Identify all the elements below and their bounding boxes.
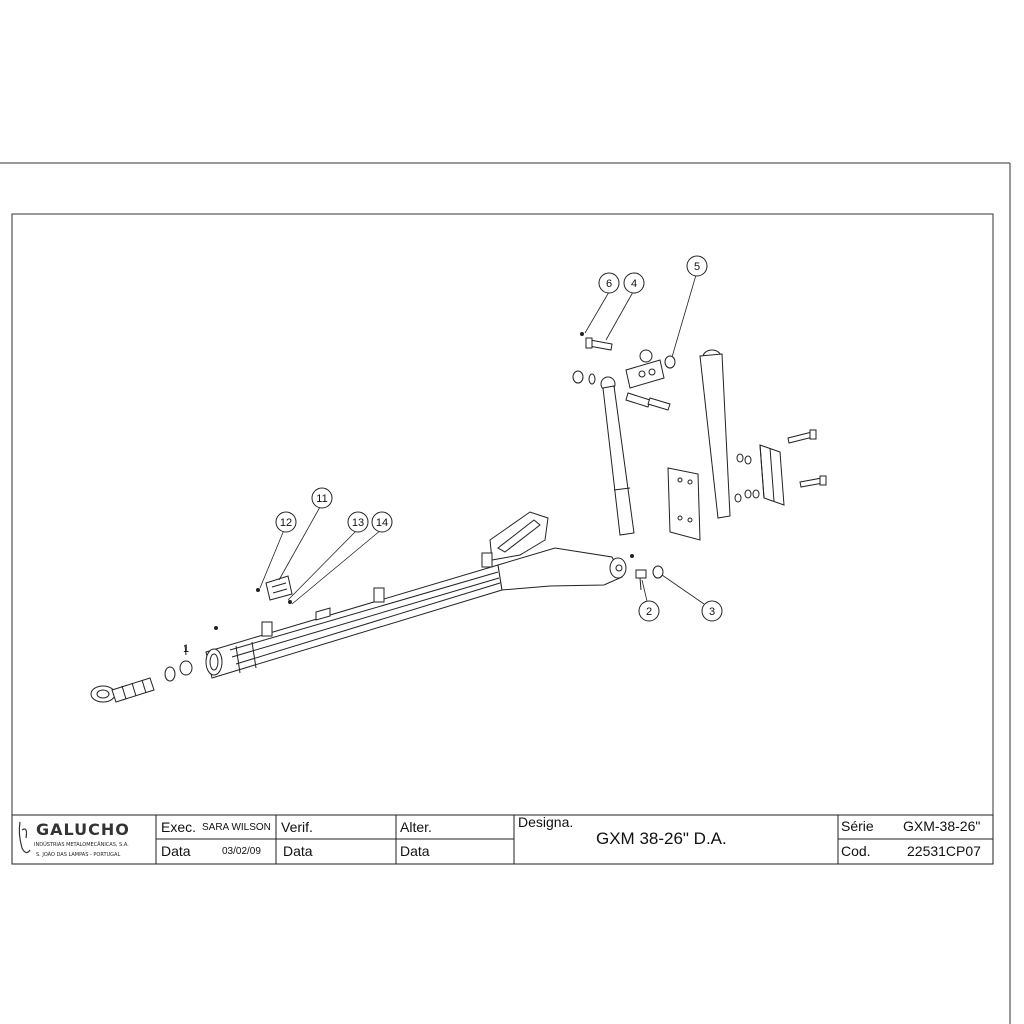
callout-14: 14 bbox=[371, 511, 393, 533]
callout-13-label: 13 bbox=[352, 517, 364, 529]
alter-label: Alter. bbox=[400, 819, 432, 835]
left-arm bbox=[600, 376, 635, 536]
callout-13: 13 bbox=[347, 511, 369, 533]
drawing-title: GXM 38-26" D.A. bbox=[596, 829, 727, 848]
callout-1-label: 1 bbox=[183, 643, 189, 655]
callout-6: 6 bbox=[598, 272, 620, 294]
sheet-border bbox=[0, 162, 1011, 1024]
callout-14-label: 14 bbox=[376, 517, 388, 529]
verif-data-label: Data bbox=[283, 843, 313, 859]
exec-label: Exec. bbox=[161, 819, 197, 835]
galucho-logo-mark bbox=[18, 821, 31, 854]
callout-4: 4 bbox=[623, 272, 645, 294]
upper-bolts bbox=[572, 332, 671, 411]
title-block-grid bbox=[11, 814, 994, 865]
head-pin bbox=[630, 554, 664, 591]
right-arm bbox=[699, 349, 731, 519]
callout-12-label: 12 bbox=[280, 517, 292, 529]
verif-label: Verif. bbox=[281, 819, 313, 835]
callout-11-label: 11 bbox=[316, 493, 327, 505]
company-logo-name: GALUCHO bbox=[36, 820, 130, 839]
exec-value: SARA WILSON bbox=[202, 822, 271, 833]
data-value: 03/02/09 bbox=[222, 846, 261, 857]
clevis-block bbox=[625, 349, 676, 389]
callout-12: 12 bbox=[275, 511, 297, 533]
callout-2: 2 bbox=[638, 600, 660, 622]
callout-3-label: 3 bbox=[709, 606, 715, 618]
callout-3: 3 bbox=[701, 600, 723, 622]
callout-11: 11 bbox=[311, 487, 333, 509]
data-label: Data bbox=[161, 843, 191, 859]
company-logo-line1: INDÚSTRIAS METALOMECÂNICAS, S.A. bbox=[34, 842, 129, 848]
u-bracket bbox=[734, 429, 827, 506]
designa-label: Designa. bbox=[518, 814, 574, 830]
cod-value: 22531CP07 bbox=[907, 843, 981, 859]
mounting-bracket bbox=[256, 575, 293, 604]
serie-label: Série bbox=[841, 818, 874, 834]
callout-1: 1 bbox=[183, 643, 189, 655]
callout-5: 5 bbox=[686, 255, 708, 277]
callout-5-label: 5 bbox=[694, 261, 700, 273]
alter-data-label: Data bbox=[400, 843, 430, 859]
company-logo-line2: S. JOÃO DAS LAMPAS - PORTUGAL bbox=[36, 852, 121, 858]
callout-4-label: 4 bbox=[631, 278, 637, 290]
eye-bolt bbox=[90, 626, 218, 703]
leader-lines bbox=[259, 274, 705, 605]
cod-label: Cod. bbox=[841, 843, 871, 859]
serie-value: GXM-38-26" bbox=[903, 818, 981, 834]
back-plate bbox=[667, 467, 701, 541]
callout-6-label: 6 bbox=[606, 278, 612, 290]
callout-2-label: 2 bbox=[646, 606, 652, 618]
drawbar-assembly bbox=[205, 511, 627, 679]
